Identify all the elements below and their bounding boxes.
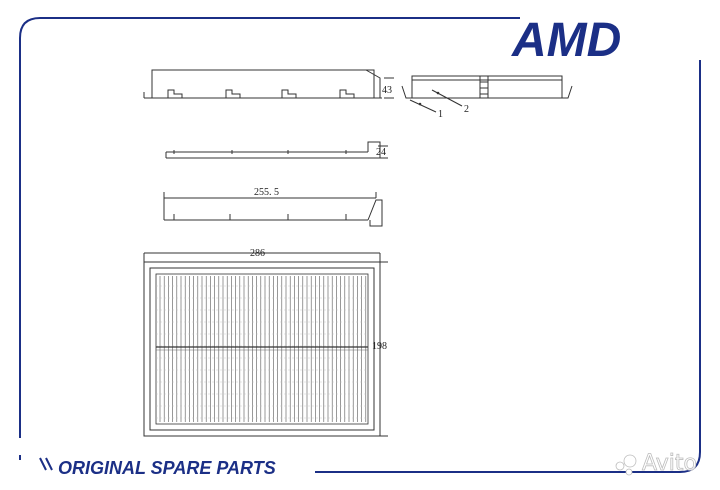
border-frame [19,17,701,473]
watermark-text: Avito [642,451,697,476]
profile-view [165,141,388,159]
brand-logo: AMD [511,14,621,67]
callout-dot-one [418,102,422,106]
callout-one: 1 [438,109,443,120]
callout-two: 2 [464,104,469,115]
dim-inner-length-label: 255. 5 [254,187,279,198]
footer-slogan: ORIGINAL SPARE PARTS [58,458,276,478]
callout-dot-two [436,91,440,95]
side-view-top [143,69,394,99]
dim-outer-length-label: 286 [250,248,265,259]
length-view [163,192,383,227]
dim-thickness-label: 24 [376,147,386,158]
plan-view [143,252,388,437]
filter-pleats [156,276,368,422]
dim-width-label: 198 [372,341,387,352]
avito-watermark: Avito [615,451,697,476]
end-view [401,75,573,113]
logo-text: AMD [511,14,621,67]
dim-height-label: 43 [382,85,392,96]
footer-banner: ORIGINAL SPARE PARTS [39,457,276,478]
